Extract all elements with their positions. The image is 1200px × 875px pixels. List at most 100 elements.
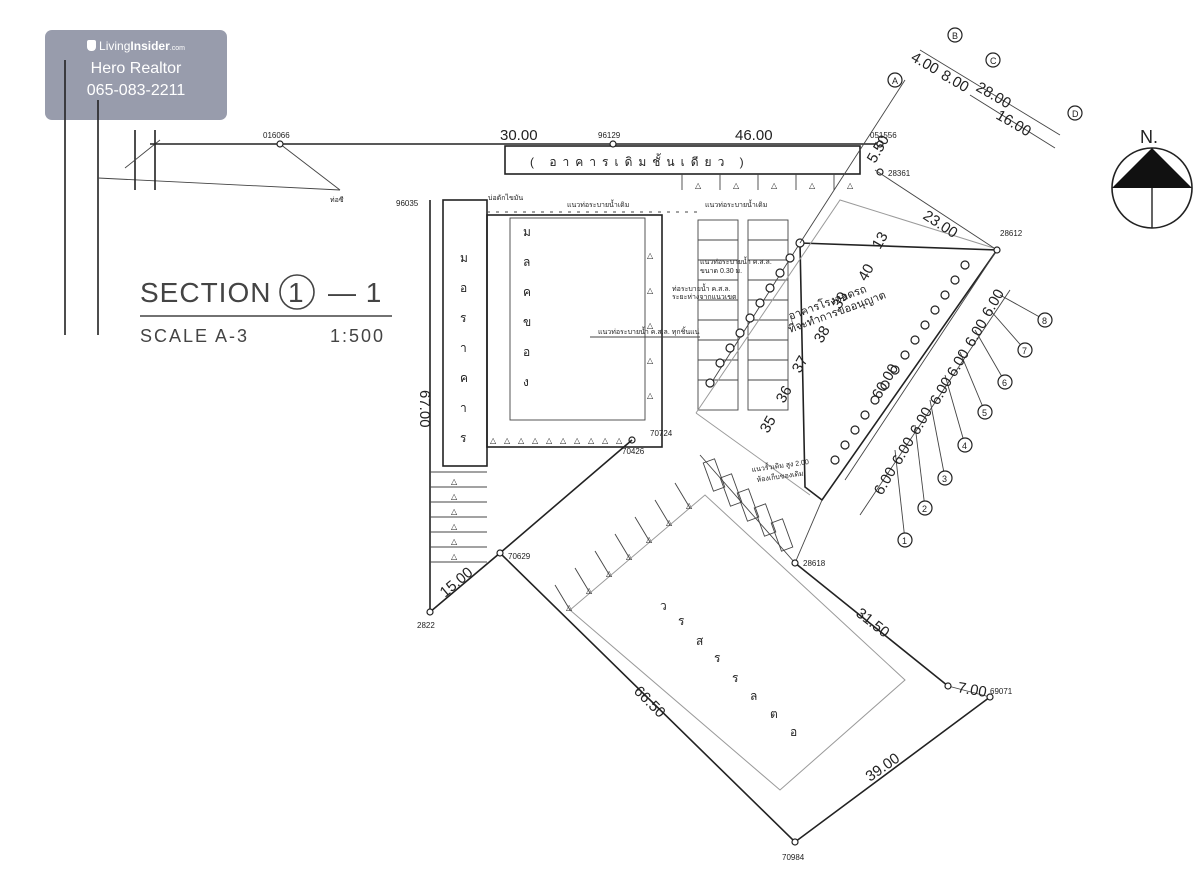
tree-symbol: △ bbox=[847, 181, 854, 190]
column-points bbox=[705, 238, 970, 465]
dim-bottom-long: 66.50 bbox=[630, 683, 669, 722]
tree-symbol: △ bbox=[695, 181, 702, 190]
svg-text:△: △ bbox=[490, 436, 497, 445]
tree-symbols-right: △ △ △ △ △ bbox=[647, 251, 654, 400]
vertical-glyph: า bbox=[460, 401, 467, 415]
svg-text:△: △ bbox=[588, 436, 595, 445]
building-number: 40 bbox=[855, 261, 878, 284]
center-building-outline bbox=[486, 214, 663, 448]
label-existing-building: ( อาคารเดิมชั้นเดียว ) bbox=[530, 153, 750, 169]
svg-text:△: △ bbox=[518, 436, 525, 445]
vertical-label-1: ม อ ร า ค า ร bbox=[460, 251, 468, 445]
vertical-glyph: ม bbox=[460, 251, 468, 265]
watermark-logo: LivingInsider.com bbox=[45, 37, 227, 58]
diagonal-building bbox=[695, 199, 1001, 502]
point-label: 28361 bbox=[888, 169, 911, 178]
building-number: 35 bbox=[757, 413, 780, 436]
section-number: 1 bbox=[288, 277, 305, 308]
dim-grid-c: 28.00 bbox=[973, 79, 1014, 112]
point-label: 2822 bbox=[417, 621, 435, 630]
lower-plot bbox=[429, 439, 991, 844]
label-drain-1: แนวท่อระบายน้ำเดิม bbox=[567, 198, 629, 209]
tree-symbol: △ bbox=[771, 181, 778, 190]
vertical-glyph: ร bbox=[460, 311, 467, 325]
dim-axis: 6.00 bbox=[889, 434, 918, 468]
dim-axis: 6.00 bbox=[979, 286, 1008, 320]
point-label: 70426 bbox=[622, 447, 645, 456]
grid-number: 7 bbox=[1022, 346, 1027, 356]
note-a: แนวท่อระบายน้ำ ค.ส.ล. bbox=[700, 255, 772, 266]
tree-symbol: △ bbox=[809, 181, 816, 190]
building-number: 37 bbox=[789, 353, 812, 376]
brand-suffix: .com bbox=[169, 45, 185, 52]
svg-text:△: △ bbox=[451, 507, 458, 516]
svg-text:△: △ bbox=[451, 492, 458, 501]
dim-bottom-left-short: 15.00 bbox=[437, 564, 477, 601]
scale-ratio: 1:500 bbox=[330, 326, 385, 346]
svg-text:△: △ bbox=[647, 356, 654, 365]
grid-letter: D bbox=[1072, 109, 1079, 119]
svg-text:△: △ bbox=[626, 552, 633, 561]
dim-axis: 6.00 bbox=[962, 316, 991, 350]
point-label: 016066 bbox=[263, 131, 290, 140]
note-d: ระยะห่างจากแนวเขต bbox=[672, 294, 737, 301]
vertical-glyph: ส bbox=[696, 634, 704, 648]
svg-text:△: △ bbox=[647, 251, 654, 260]
watermark-badge: LivingInsider.com Hero Realtor 065-083-2… bbox=[45, 30, 227, 120]
survey-point bbox=[944, 682, 952, 690]
section-number-circle bbox=[279, 274, 315, 310]
left-building-outline bbox=[442, 199, 488, 467]
dim-left-vertical: 67.00 bbox=[416, 390, 433, 428]
svg-text:△: △ bbox=[647, 286, 654, 295]
vertical-glyph: อ bbox=[523, 345, 530, 359]
scale-label: SCALE A-3 bbox=[140, 326, 249, 346]
vertical-glyph: ล bbox=[750, 689, 757, 703]
survey-point bbox=[876, 140, 884, 148]
grid-number: 4 bbox=[962, 441, 967, 451]
note-b: ขนาด 0.30 ม. bbox=[700, 268, 742, 275]
agent-name: Hero Realtor bbox=[90, 60, 182, 77]
vertical-glyph: อ bbox=[790, 725, 797, 739]
parking-rows-left: △ △ △ △ △ △ bbox=[430, 471, 487, 563]
grid-axes-right bbox=[799, 49, 1061, 541]
label-grease-trap: บ่อดักไขมัน bbox=[488, 193, 523, 202]
vertical-glyph: ง bbox=[523, 375, 529, 389]
existing-building-outline bbox=[504, 145, 861, 175]
dim-column-span: 60.00 bbox=[869, 361, 902, 402]
brand-name-bold: Insider bbox=[130, 39, 170, 53]
svg-text:△: △ bbox=[586, 586, 593, 595]
label-short: ท่อซี bbox=[330, 196, 344, 204]
point-label: 28618 bbox=[803, 559, 826, 568]
dim-axis: 6.00 bbox=[927, 374, 956, 408]
vertical-glyph: ค bbox=[523, 285, 531, 299]
building-numbers: 13 40 39 38 37 36 35 bbox=[757, 229, 892, 436]
building-number: 13 bbox=[869, 229, 892, 252]
svg-text:△: △ bbox=[546, 436, 553, 445]
grid-letter: A bbox=[892, 76, 898, 86]
survey-point bbox=[496, 549, 504, 557]
svg-text:△: △ bbox=[451, 552, 458, 561]
agent-phone: 065-083-2211 bbox=[86, 82, 186, 99]
grid-number: 6 bbox=[1002, 378, 1007, 388]
point-label: 96035 bbox=[396, 199, 419, 208]
svg-text:△: △ bbox=[616, 436, 623, 445]
vertical-glyph: ต bbox=[770, 707, 778, 721]
grid-number: 2 bbox=[922, 504, 927, 514]
svg-text:△: △ bbox=[647, 321, 654, 330]
north-label: N. bbox=[1140, 127, 1158, 147]
survey-point bbox=[276, 140, 284, 148]
svg-text:△: △ bbox=[574, 436, 581, 445]
survey-point bbox=[986, 693, 994, 701]
dim-top-left: 30.00 bbox=[500, 127, 538, 144]
svg-text:△: △ bbox=[647, 391, 654, 400]
note-drain: แนวท่อระบายน้ำ ค.ส.ล. ทุกชิ้นแน่ bbox=[598, 325, 700, 336]
grid-number: 1 bbox=[902, 536, 907, 546]
dim-grid-b: 8.00 bbox=[938, 67, 972, 96]
point-label: 69071 bbox=[990, 687, 1013, 696]
vertical-glyph: ม bbox=[523, 225, 531, 239]
north-arrow-icon bbox=[1111, 147, 1193, 229]
dim-bottom-right: 39.00 bbox=[863, 750, 904, 785]
survey-point bbox=[876, 168, 884, 176]
section-title: SECTION bbox=[140, 277, 271, 308]
